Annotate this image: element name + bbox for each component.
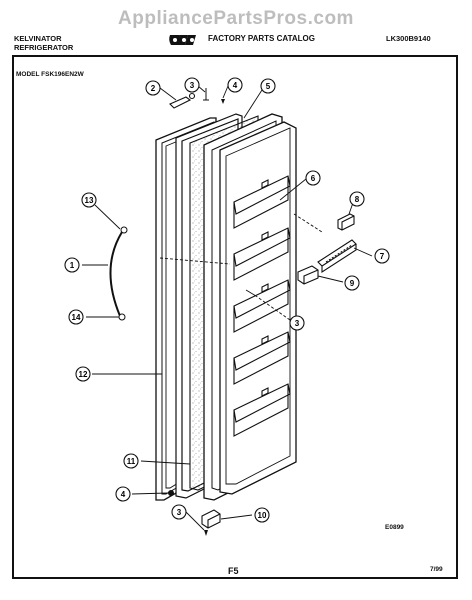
callout-2: 2 — [151, 84, 156, 93]
handle-screw-bottom — [118, 313, 126, 321]
catalog-number: LK300B9140 — [386, 34, 431, 43]
top-hinge-cover — [169, 92, 196, 109]
plug-bottom — [168, 490, 174, 496]
date-code: 7/99 — [430, 566, 443, 573]
callout-8: 8 — [355, 195, 360, 204]
bottom-hinge — [201, 509, 221, 529]
leader-lines — [82, 85, 373, 531]
callout-3-mid: 3 — [295, 319, 300, 328]
callout-11: 11 — [127, 457, 136, 466]
callout-9: 9 — [350, 279, 355, 288]
door-shelf — [233, 279, 291, 333]
callout-14: 14 — [72, 313, 81, 322]
model-label: MODEL FSK196EN2W — [16, 71, 84, 78]
door-shelves — [233, 175, 291, 437]
door-shelf — [233, 227, 291, 281]
door-shelf — [233, 331, 291, 385]
callout-numbers: 2 3 4 5 6 8 7 9 3 13 1 14 12 11 4 3 10 — [70, 81, 385, 520]
shelf-end-cap-left — [297, 265, 319, 285]
page-code: F5 — [228, 566, 239, 576]
callout-circles — [64, 77, 390, 523]
callout-3-bottom: 3 — [177, 508, 182, 517]
callout-4-bottom: 4 — [121, 490, 126, 499]
callout-3-top: 3 — [190, 81, 195, 90]
handle-screw-top — [120, 226, 128, 234]
product-type: REFRIGERATOR — [14, 43, 74, 52]
catalog-title: FACTORY PARTS CATALOG — [208, 34, 315, 43]
shelf-end-cap-right — [337, 213, 355, 231]
door-shelf — [233, 175, 291, 229]
plug-top — [221, 99, 225, 104]
screw-bottom — [204, 530, 208, 536]
callout-7: 7 — [380, 252, 385, 261]
door-shelf — [233, 383, 291, 437]
callout-13: 13 — [85, 196, 94, 205]
callout-4-top: 4 — [233, 81, 238, 90]
screw-top — [203, 88, 209, 101]
callout-5: 5 — [266, 82, 271, 91]
callout-6: 6 — [311, 174, 316, 183]
callout-10: 10 — [258, 511, 267, 520]
shelf-retainer — [317, 239, 357, 274]
watermark-text: AppliancePartsPros.com — [118, 8, 354, 29]
callout-1: 1 — [70, 261, 75, 270]
door-handle — [109, 231, 123, 317]
brand-name: KELVINATOR — [14, 34, 62, 43]
diagram-frame — [12, 55, 458, 579]
brand-logo — [169, 35, 196, 45]
drawing-code: E0899 — [385, 524, 404, 531]
callout-12: 12 — [79, 370, 88, 379]
